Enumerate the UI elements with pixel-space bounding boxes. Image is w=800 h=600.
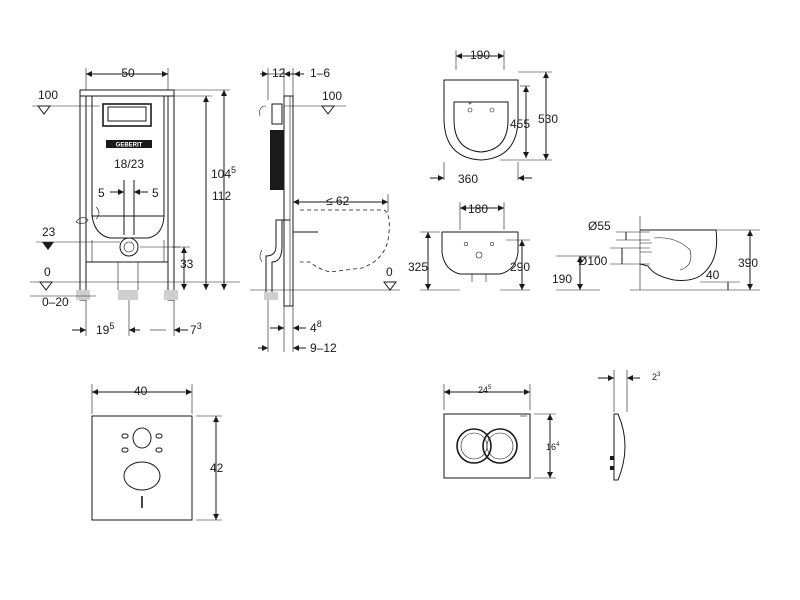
bottom-width-label: 360: [458, 172, 478, 186]
side-bottom-depth-label: 48: [310, 319, 322, 335]
inner-length-label: 455: [510, 117, 530, 131]
flush-button-large[interactable]: [456, 428, 492, 464]
bowl-top-outline: [443, 79, 519, 161]
bottom-right-label: 73: [190, 321, 202, 337]
mat-drain-hole: [123, 461, 161, 491]
side-top-offset-label: 1–6: [310, 66, 330, 80]
bowl-top-view: 190 455 530 360: [430, 48, 558, 186]
drain-height-label: 33: [180, 257, 194, 271]
plate-height-label: 164: [546, 442, 560, 452]
outer-length-label: 530: [538, 112, 558, 126]
total-height-label: 112: [212, 189, 231, 203]
offset-left-label: 5: [98, 186, 105, 200]
geberit-logo: [106, 140, 152, 148]
outlet-diameter-small-label: Ø55: [588, 219, 611, 233]
outlet-diameter-large-label: Ø100: [578, 254, 608, 268]
frame-top-rail: [79, 89, 175, 97]
flush-button-small[interactable]: [482, 428, 518, 464]
insulation-mat: 40 42: [91, 384, 224, 521]
side-top-depth-label: 12: [272, 66, 286, 80]
side-height-right-label: 390: [738, 256, 758, 270]
flush-level-label: 100: [38, 88, 58, 102]
mat-width-label: 40: [134, 384, 148, 398]
flush-plate-outline: [443, 413, 531, 479]
frame-width-label: 50: [121, 66, 135, 80]
rear-height-left-label: 325: [408, 260, 428, 274]
wc-bowl-outline: [300, 209, 390, 273]
side-floor-level-label: 0: [386, 265, 393, 279]
plate-width-label: 245: [478, 385, 492, 395]
flush-plate-opening: [102, 103, 152, 127]
side-bottom-offset-label: 40: [706, 268, 720, 282]
bowl-rear-view: 180 325 290: [408, 202, 530, 291]
mat-top-hole: [132, 427, 152, 449]
flush-plate-inner: [107, 106, 147, 122]
bowl-side-outline: [639, 229, 718, 281]
bowl-rear-outline: [441, 231, 519, 275]
bowl-projection-label: ≤ 62: [326, 194, 350, 208]
floor-range-label: 0–20: [42, 295, 69, 309]
side-height-left-label: 190: [552, 272, 572, 286]
mat-outline: [91, 415, 193, 521]
inner-height-label: 1045: [211, 165, 236, 181]
drain-level-label: 23: [42, 225, 56, 239]
cistern-side: [270, 130, 284, 190]
floor-level-label: 0: [44, 265, 51, 279]
flush-plate-side: 23: [598, 370, 661, 481]
frame-side-view: 12 1–6 100 ≤ 62 0 48 9–12: [250, 66, 400, 355]
frame-right-upright: [167, 89, 175, 301]
flush-plate-side-profile: [613, 413, 626, 481]
offset-right-label: 5: [152, 186, 159, 200]
side-bottom-range-label: 9–12: [310, 341, 337, 355]
rear-height-right-label: 290: [510, 260, 530, 274]
logo-text: GEBERIT: [116, 143, 143, 149]
cistern-outline: [91, 95, 165, 217]
bottom-left-label: 195: [96, 321, 114, 337]
flush-plate-front: 245 164: [443, 384, 560, 479]
frame-left-upright: [79, 89, 87, 301]
side-flush-level-label: 100: [322, 89, 342, 103]
cistern-label: 18/23: [114, 157, 144, 171]
bowl-side-view: Ø55 Ø100 190 390 40: [552, 216, 760, 291]
mat-height-label: 42: [210, 461, 224, 475]
rear-width-label: 180: [468, 202, 488, 216]
plate-depth-label: 23: [652, 372, 661, 382]
frame-front-view: GEBERIT 18/23 50 100: [30, 66, 240, 337]
drain-outlet: [119, 237, 139, 257]
water-inlet-icon: [75, 217, 89, 224]
top-width-label: 190: [470, 48, 490, 62]
